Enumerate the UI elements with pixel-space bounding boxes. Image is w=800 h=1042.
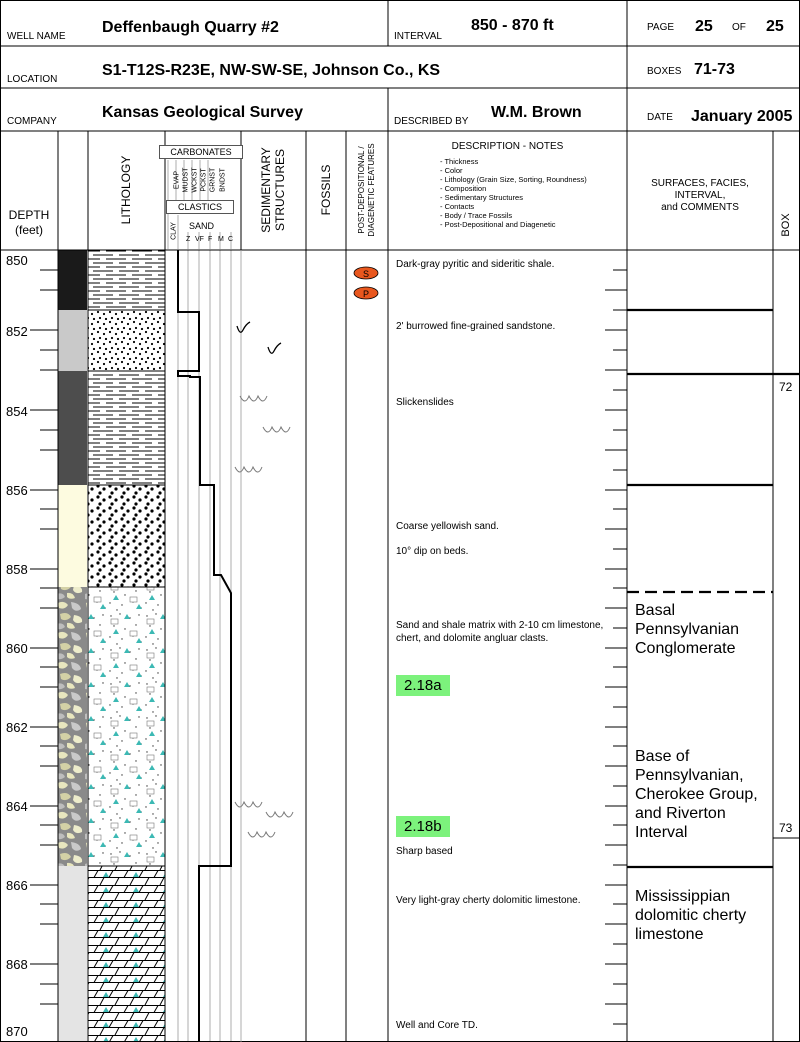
carb-grade-bndst: BNDST — [219, 168, 227, 192]
page-label: PAGE — [647, 22, 675, 33]
sand-grade-c: C — [228, 236, 234, 243]
sand-grade-f: F — [208, 236, 213, 243]
siderite-marker-label: S — [363, 269, 369, 279]
note-total-depth: Well and Core TD. — [396, 1020, 478, 1031]
color-bar-black — [58, 250, 87, 310]
depth-label: 866 — [6, 878, 28, 893]
clay-header: CLAY — [170, 222, 178, 240]
box-73: 73 — [779, 821, 793, 835]
color-bar-mottled — [58, 587, 87, 866]
note-slickensides: Slickenslides — [396, 397, 454, 408]
depth-ticks-right — [605, 269, 627, 1025]
box-72: 72 — [779, 380, 793, 394]
pyrite-marker-label: P — [363, 289, 369, 299]
lithology-shale-upper — [88, 250, 165, 310]
interval-value: 850 - 870 ft — [471, 17, 554, 34]
company-label: COMPANY — [7, 116, 57, 127]
date-value: January 2005 — [691, 108, 793, 125]
lithology-shale-lower — [88, 371, 165, 485]
lithology-header: LITHOLOGY — [119, 155, 133, 225]
note-matrix: Sand and shale matrix with 2-10 cm limes… — [396, 620, 604, 644]
described-by-label: DESCRIBED BY — [394, 116, 469, 127]
of-label: OF — [732, 22, 746, 33]
lithology-coarse-sand — [88, 485, 165, 587]
note-dip: 10° dip on beds. — [396, 546, 469, 557]
lithology-dolomitic-limestone — [88, 866, 165, 1042]
depth-label: 850 — [6, 253, 28, 268]
depth-label: 856 — [6, 483, 28, 498]
page-total: 25 — [766, 18, 784, 35]
depth-label: 870 — [6, 1024, 28, 1039]
post-depositional-header: POST-DEPOSITIONAL /DIAGENETIC FEATURES — [357, 143, 376, 237]
carb-grade-grnst: GRNST — [209, 167, 217, 193]
well-name: Deffenbaugh Quarry #2 — [102, 19, 279, 36]
lithology-sandstone — [88, 310, 165, 371]
surfaces-header: SURFACES, FACIES,INTERVAL,and COMMENTS — [651, 178, 749, 213]
location-label: LOCATION — [7, 74, 58, 85]
note-shale: Dark-gray pyritic and sideritic shale. — [396, 259, 555, 270]
grain-size-profile — [177, 250, 232, 1042]
slickenside-symbols — [234, 394, 294, 838]
depth-ticks-left — [30, 269, 58, 1005]
depth-label: 860 — [6, 641, 28, 656]
burrow-symbols — [236, 321, 282, 354]
carb-grade-mudst: MUDST — [182, 167, 190, 193]
page-number: 25 — [695, 18, 713, 35]
depth-label: 862 — [6, 720, 28, 735]
description-header: DESCRIPTION - NOTES — [451, 141, 564, 152]
interval-label: INTERVAL — [394, 31, 442, 42]
date-label: DATE — [647, 112, 673, 123]
sand-header: SAND — [189, 221, 215, 231]
sample-badge-218b: 2.18b — [396, 816, 450, 837]
note-dolomitic-limestone: Very light-gray cherty dolomitic limesto… — [396, 895, 581, 906]
box-header: BOX — [780, 213, 792, 237]
company-value: Kansas Geological Survey — [102, 104, 303, 121]
note-sharp-based: Sharp based — [396, 846, 453, 857]
note-coarse-sand: Coarse yellowish sand. — [396, 521, 499, 532]
pyrite-marker — [353, 286, 379, 300]
sand-grade-vf: VF — [195, 236, 204, 243]
grain-size-gridlines — [177, 250, 232, 1042]
depth-label: 852 — [6, 324, 28, 339]
boxes-value: 71-73 — [694, 61, 735, 78]
facies-mississippian: Mississippian dolomitic cherty limestone — [635, 888, 747, 943]
lithology-conglomerate — [88, 587, 165, 866]
boxes-label: BOXES — [647, 66, 682, 77]
color-bar-yellowish — [58, 485, 87, 587]
carb-grade-evap: EVAP — [173, 170, 181, 190]
sand-grade-z: Z — [186, 236, 191, 243]
well-name-label: WELL NAME — [7, 31, 66, 42]
described-by-value: W.M. Brown — [491, 104, 582, 121]
carb-grade-pckst: PCKST — [200, 168, 208, 192]
sand-grade-m: M — [218, 236, 224, 243]
depth-header: DEPTH(feet) — [8, 208, 50, 237]
color-bar-darkgray — [58, 371, 87, 485]
note-sandstone: 2' burrowed fine-grained sandstone. — [396, 321, 556, 332]
location-value: S1-T12S-R23E, NW-SW-SE, Johnson Co., KS — [102, 62, 441, 79]
facies-base-of-pennsylvanian: Base of Pennsylvanian, Cherokee Group, a… — [635, 748, 758, 841]
facies-basal-pennsylvanian: Basal Pennsylvanian Conglomerate — [635, 602, 740, 657]
fossils-header: FOSSILS — [319, 164, 333, 216]
siderite-marker — [353, 266, 379, 280]
color-bar-verylightgray — [58, 866, 87, 1042]
carbonates-header: CARBONATES — [159, 145, 243, 159]
depth-label: 864 — [6, 799, 28, 814]
color-bar-lightgray — [58, 310, 87, 371]
description-checklist: - Thickness - Color - Lithology (Grain S… — [440, 157, 587, 229]
clastics-header: CLASTICS — [166, 200, 234, 214]
carb-grade-wckst: WCKST — [191, 167, 199, 193]
depth-label: 858 — [6, 562, 28, 577]
depth-label: 854 — [6, 404, 28, 419]
sample-badge-218a: 2.18a — [396, 675, 450, 696]
depth-label: 868 — [6, 957, 28, 972]
